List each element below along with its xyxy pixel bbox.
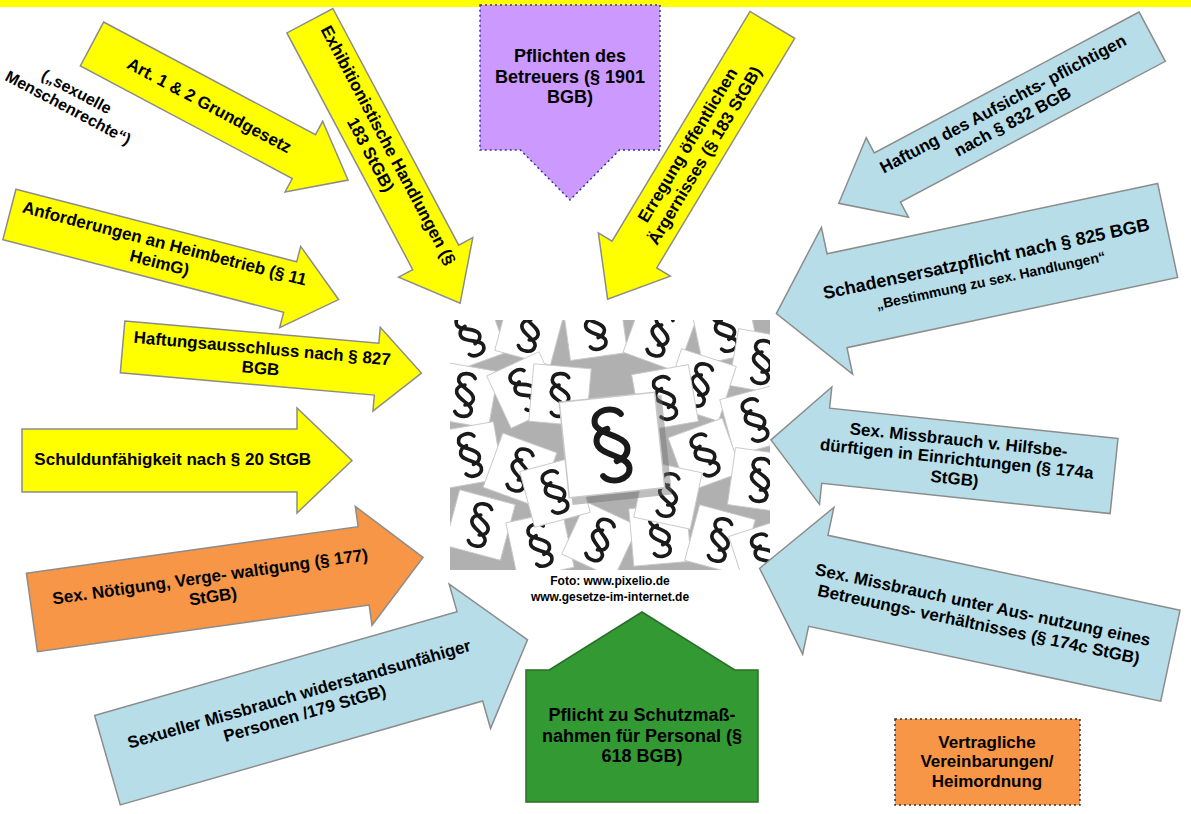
node-text: Pflicht zu Schutzmaß- nahmen für Persona…: [534, 705, 750, 767]
arrow-shape: [119, 305, 425, 415]
note-box: Vertragliche Vereinbarungen/ Heimordnung: [895, 719, 1080, 805]
arrow-shape: [22, 408, 352, 513]
node-text: Sex. Missbrauch v. Hilfsbe- dürftigen in…: [806, 415, 1107, 504]
arrow-shape: [761, 157, 1183, 387]
text-area: Haftungsausschluss nach § 827 BGB: [130, 322, 392, 396]
arrow-shape: [895, 719, 1080, 805]
law-arrow: Sex. Missbrauch v. Hilfsbe- dürftigen in…: [764, 381, 1119, 534]
text-area: Sexueller Missbrauch widerstandsunfähige…: [104, 607, 500, 803]
node-text: Sexueller Missbrauch widerstandsunfähige…: [111, 633, 492, 777]
law-arrow: Haftungsausschluss nach § 827 BGB: [119, 305, 425, 415]
text-area: Vertragliche Vereinbarungen/ Heimordnung: [903, 725, 1072, 799]
law-arrow: Anforderungen an Heimbetrieb (§ 11 HeimG…: [0, 174, 349, 340]
arrow-shape: [480, 5, 660, 200]
text-area: Art. 1 & 2 Grundgesetz: [89, 27, 329, 186]
text-area: Sex. Nötigung, Verge- waltigung (§ 177) …: [36, 524, 387, 650]
node-text: Haftungsausschluss nach § 827 BGB: [131, 328, 392, 389]
paragraph-card-main: [559, 392, 665, 498]
text-area: Haftung des Aufsichts- pflichtigen nach …: [859, 17, 1156, 210]
law-arrow: Schadensersatzpflicht nach § 825 BGB„Bes…: [761, 157, 1183, 387]
duty-callout: Pflichten des Betreuers (§ 1901 BGB): [480, 5, 660, 200]
node-text: Sex. Nötigung, Verge- waltigung (§ 177) …: [39, 544, 384, 630]
node-text: Vertragliche Vereinbarungen/ Heimordnung: [903, 733, 1072, 792]
node-text: Haftung des Aufsichts- pflichtigen nach …: [863, 24, 1152, 202]
arrow-shape: [744, 495, 1186, 729]
node-text: Art. 1 & 2 Grundgesetz: [96, 40, 321, 172]
text-area: Pflichten des Betreuers (§ 1901 BGB): [488, 11, 652, 144]
arrow-shape: [572, 3, 809, 321]
arrow-shape: [526, 612, 758, 802]
node-text: Schuldunfähigkeit nach § 20 StGB: [32, 450, 314, 470]
text-area: Anforderungen an Heimbetrieb (§ 11 HeimG…: [13, 192, 312, 316]
text-area: Schadensersatzpflicht nach § 825 BGB„Bes…: [809, 186, 1168, 352]
arrow-shape: [0, 174, 349, 340]
text-area: Pflicht zu Schutzmaß- nahmen für Persona…: [534, 676, 750, 796]
text-area: Sex. Missbrauch v. Hilfsbe- dürftigen in…: [805, 406, 1108, 512]
law-arrow: Sex. Missbrauch unter Aus- nutzung eines…: [744, 495, 1186, 729]
node-text: Pflichten des Betreuers (§ 1901 BGB): [488, 46, 652, 108]
paragraph-card: [727, 447, 770, 512]
node-text: Anforderungen an Heimbetrieb (§ 11 HeimG…: [14, 198, 309, 310]
paragraph-card: [729, 519, 770, 570]
photo: [450, 320, 770, 570]
arrow-shape: [764, 381, 1119, 534]
source-credit: www.gesetze-im-internet.de: [460, 591, 760, 605]
text-area: Sex. Missbrauch unter Aus- nutzung eines…: [791, 532, 1170, 699]
arrow-shape: [86, 568, 547, 814]
text-area: Schuldunfähigkeit nach § 20 StGB: [32, 429, 314, 492]
law-arrow: Schuldunfähigkeit nach § 20 StGB: [22, 408, 352, 513]
node-text: Sex. Missbrauch unter Aus- nutzung eines…: [797, 558, 1165, 673]
paragraph-card: [450, 362, 498, 429]
paragraph-card: [729, 329, 770, 396]
paragraph-card: [450, 490, 515, 561]
photo-credit: Foto: www.pixelio.de: [460, 575, 760, 589]
paragraph-card: [562, 320, 627, 361]
duty-callout: Pflicht zu Schutzmaß- nahmen für Persona…: [526, 612, 758, 802]
